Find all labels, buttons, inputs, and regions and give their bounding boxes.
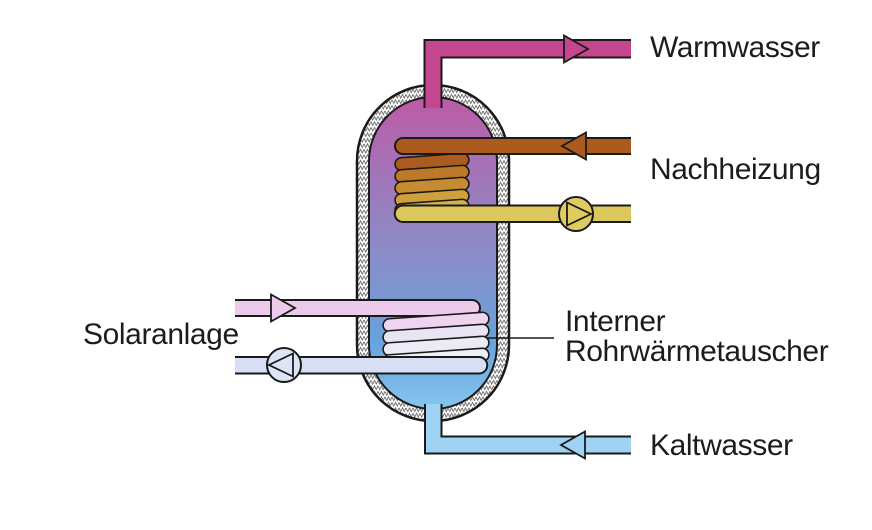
reheat-return-pipe xyxy=(393,196,631,232)
solar-return-pipe xyxy=(235,347,489,383)
cold-water-pipe xyxy=(424,404,631,461)
reheat-supply-pipe xyxy=(394,130,631,162)
label-heat-exchanger-line1: Interner xyxy=(565,305,666,338)
pump-direction-right xyxy=(566,201,594,227)
solar-supply-pipe xyxy=(235,292,481,324)
pump-icon xyxy=(266,347,302,383)
label-solaranlage: Solaranlage xyxy=(83,318,239,351)
arrow-right-icon xyxy=(270,292,297,324)
label-heat-exchanger-line2: Rohrwärmetauscher xyxy=(565,335,829,368)
pump-icon xyxy=(558,196,594,232)
pump-direction-left xyxy=(266,352,294,378)
label-nachheizung: Nachheizung xyxy=(650,153,821,186)
arrow-left-icon xyxy=(559,429,586,461)
label-kaltwasser: Kaltwasser xyxy=(650,429,793,462)
warm-water-pipe xyxy=(423,33,631,108)
arrow-left-icon xyxy=(560,130,587,162)
label-warmwasser: Warmwasser xyxy=(650,31,820,64)
arrow-right-icon xyxy=(563,33,590,65)
label-heat-exchanger: Interner Rohrwärmetauscher xyxy=(565,305,829,368)
